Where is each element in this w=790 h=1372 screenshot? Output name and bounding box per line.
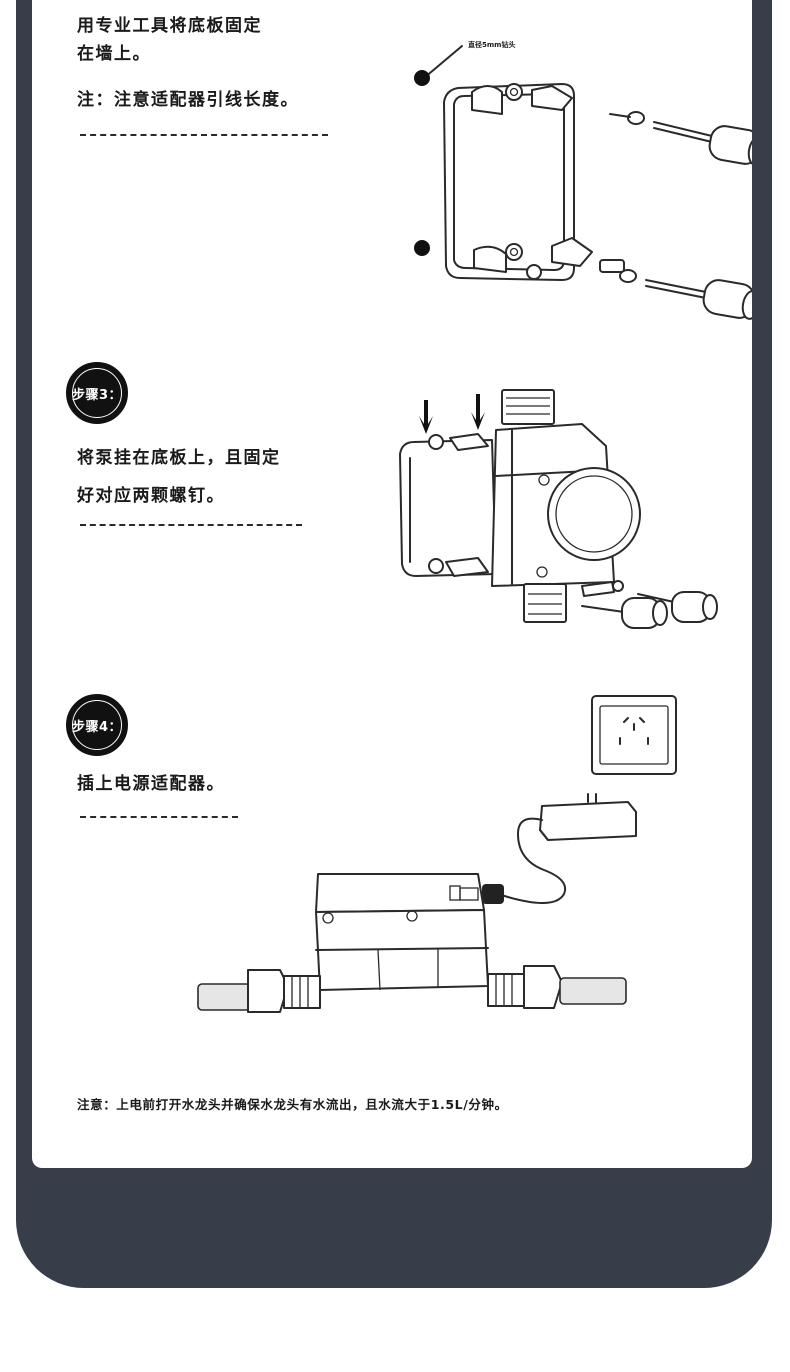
step4-badge: 步骤4： [66, 694, 128, 756]
wall-socket-illustration [591, 695, 677, 775]
step3-badge-label: 步骤3： [71, 388, 123, 403]
pump-adapter-illustration [197, 793, 637, 1013]
step2-note: 注：注意适配器引线长度。 [77, 90, 299, 110]
wall-plate-illustration [414, 45, 752, 320]
drill-label: 直径5mm钻头 [468, 41, 516, 49]
pump-mount-illustration [399, 389, 718, 629]
footer-note: 注意：上电前打开水龙头并确保水龙头有水流出，且水流大于1.5L/分钟。 [77, 1097, 508, 1112]
step4-divider [80, 816, 238, 818]
step3-line2: 好对应两颗螺钉。 [77, 486, 225, 506]
step4-badge-label: 步骤4： [71, 720, 123, 735]
step2-line1: 用专业工具将底板固定 [77, 16, 262, 36]
instruction-card: 用专业工具将底板固定 在墙上。 注：注意适配器引线长度。 直径5mm钻头 [32, 0, 752, 1168]
step2-line2: 在墙上。 [77, 44, 151, 64]
step2-divider [80, 134, 328, 136]
step4-line1: 插上电源适配器。 [77, 774, 225, 794]
step3-badge: 步骤3： [66, 362, 128, 424]
step3-divider [80, 524, 302, 526]
step3-line1: 将泵挂在底板上，且固定 [77, 448, 281, 468]
